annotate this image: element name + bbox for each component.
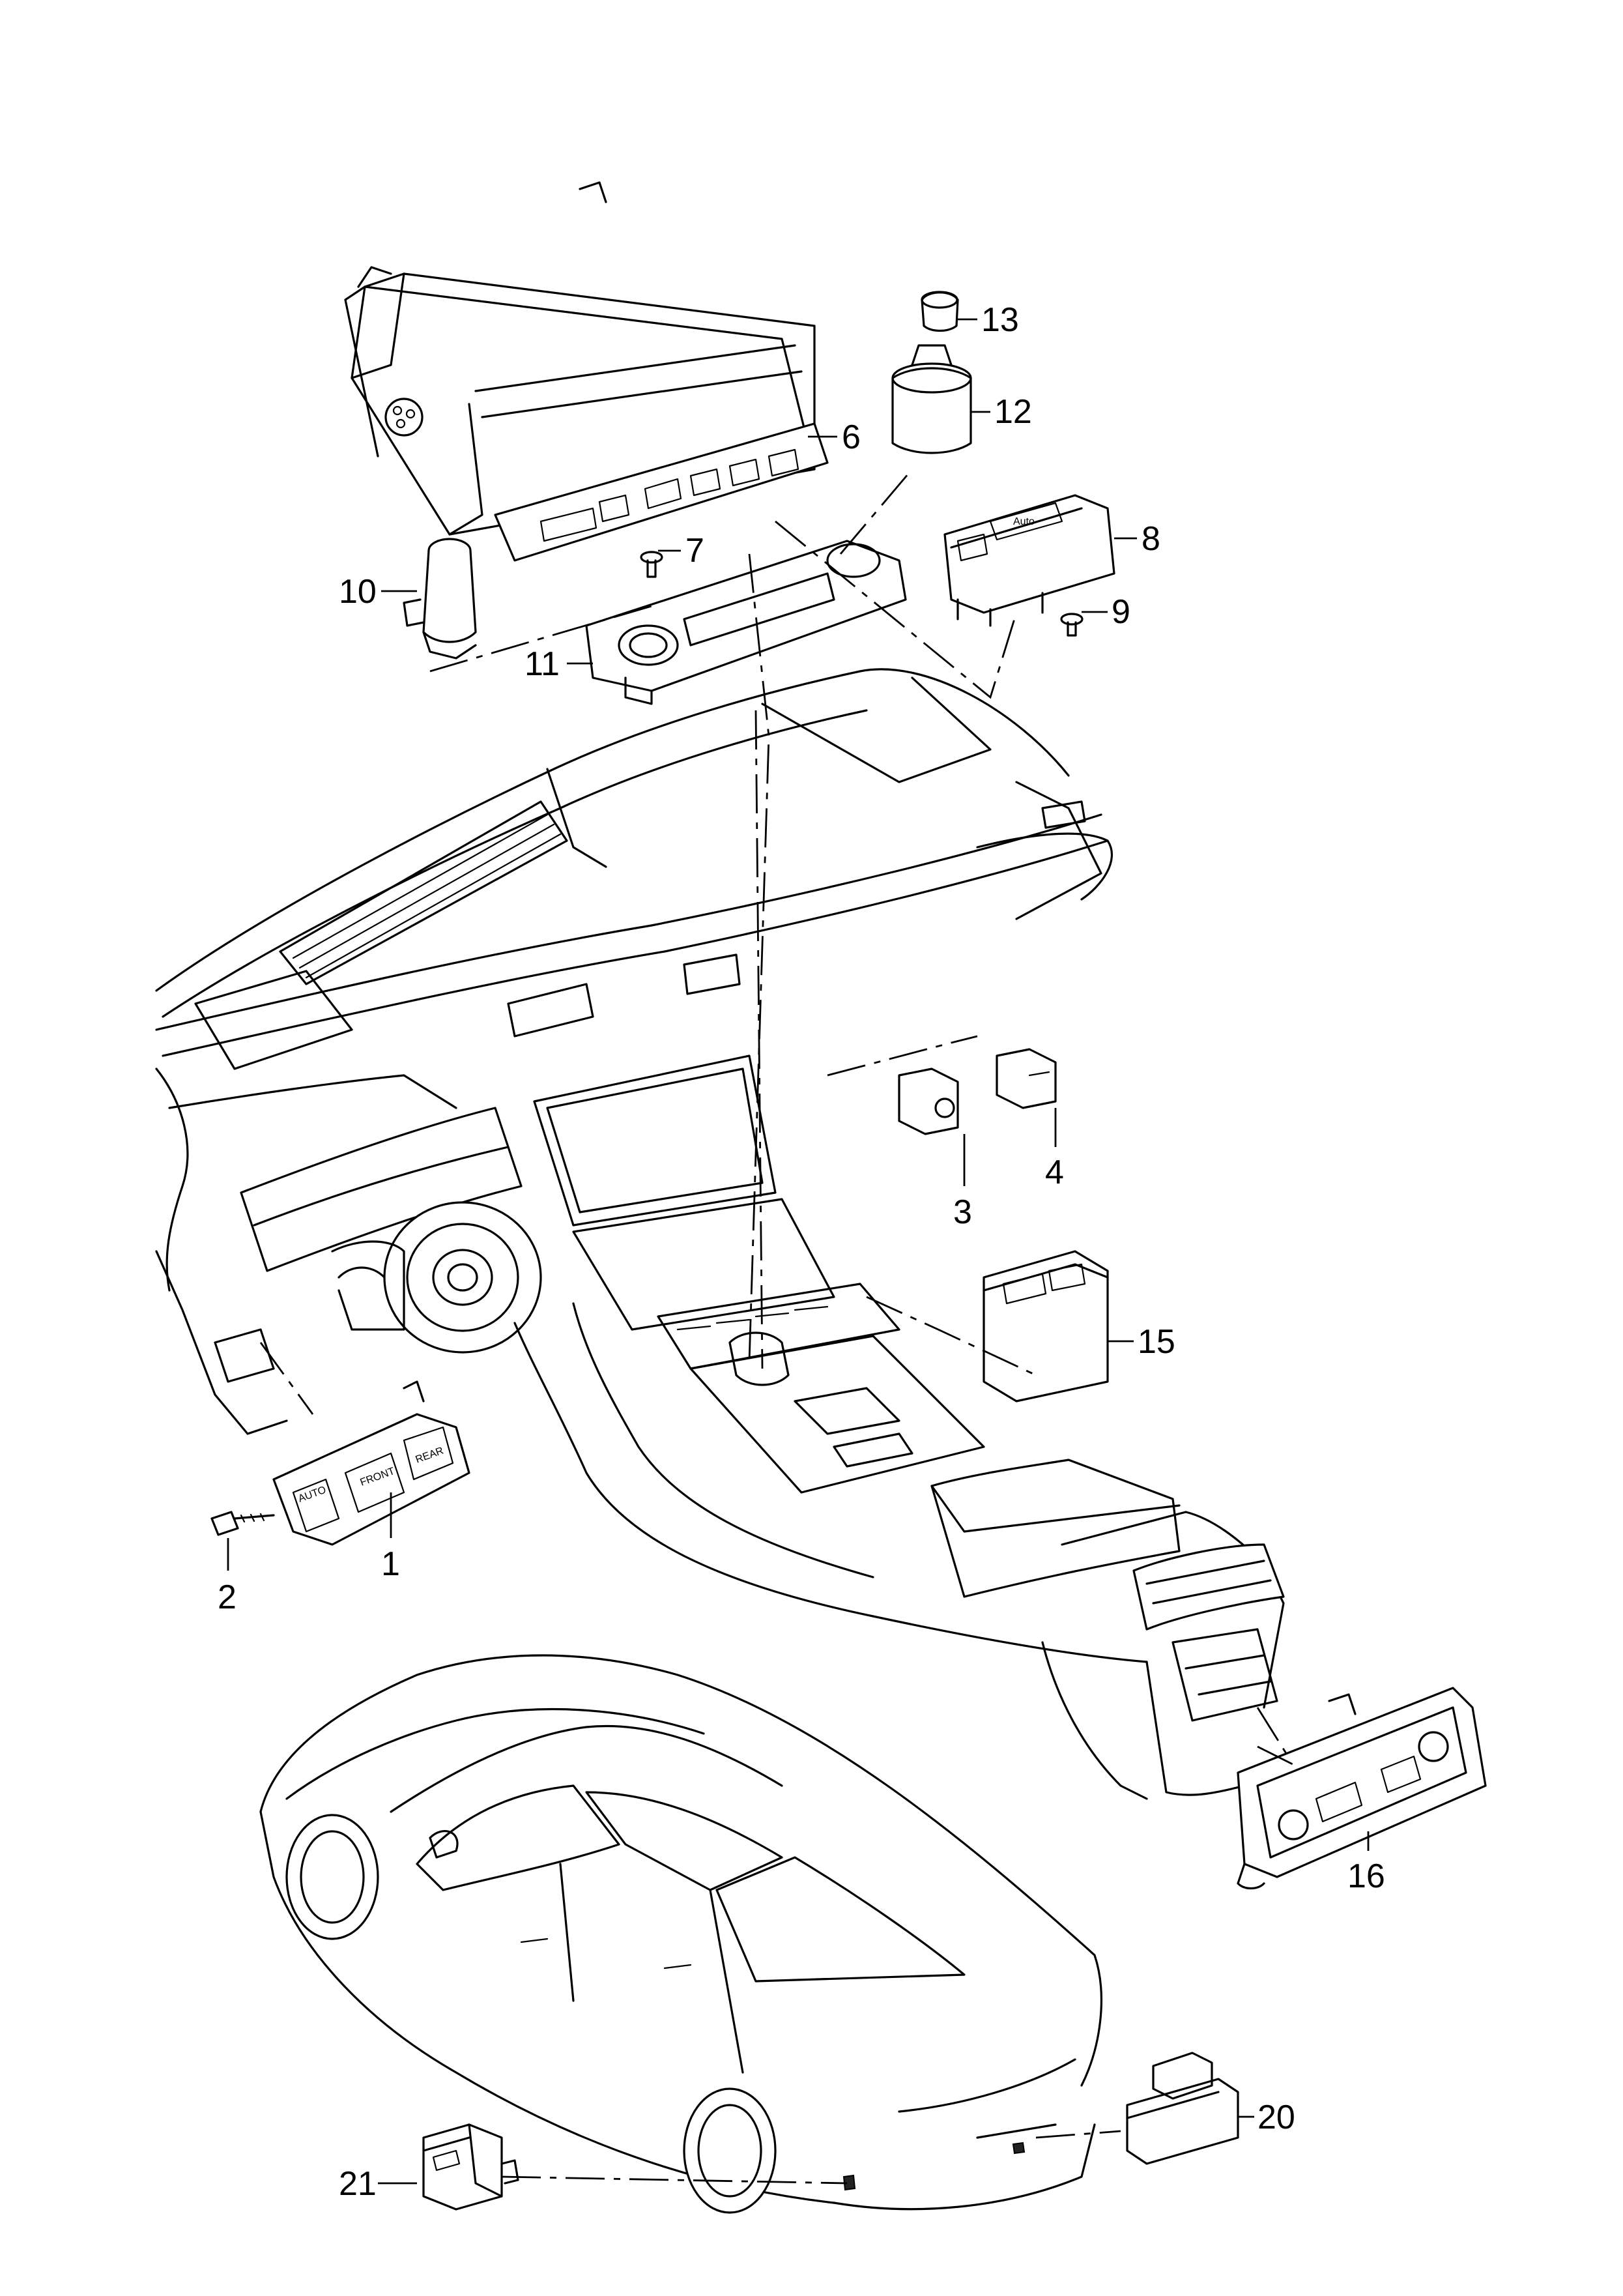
- callout-9: 9: [1112, 593, 1130, 631]
- callout-6: 6: [842, 418, 861, 456]
- part-4-switch: [996, 1048, 1057, 1109]
- callout-10: 10: [339, 573, 377, 611]
- callout-21: 21: [339, 2165, 377, 2203]
- callout-16: 16: [1347, 1857, 1385, 1895]
- part-8-switch-block: Auto: [943, 494, 1115, 627]
- callout-15: 15: [1138, 1323, 1175, 1361]
- part-1-light-switch: AUTO FRONT REAR: [272, 1380, 470, 1546]
- rear-vents: [1132, 1543, 1285, 1722]
- part-15-switch-block: [983, 1250, 1109, 1402]
- part-12-rotary-switch: [891, 344, 972, 454]
- callout-11: 11: [524, 645, 560, 683]
- callout-3: 3: [953, 1193, 972, 1231]
- callout-20: 20: [1257, 2099, 1295, 2136]
- callout-7: 7: [685, 532, 704, 570]
- part-21-switch: [422, 2123, 519, 2211]
- callout-12: 12: [994, 393, 1032, 431]
- part-9-screw: [1060, 613, 1084, 637]
- part-10-start-button: [403, 538, 477, 660]
- part-20-switch: [1126, 2052, 1239, 2165]
- callout-2: 2: [218, 1578, 237, 1616]
- part-16-rear-control: [1237, 1687, 1487, 1890]
- part-2-bolt: [210, 1511, 275, 1536]
- callout-4: 4: [1045, 1154, 1064, 1191]
- dashboard-interior: [155, 668, 1285, 1800]
- part-13-knob: [921, 291, 959, 332]
- callout-8: 8: [1142, 520, 1160, 558]
- dash-dot-lines: [259, 469, 1297, 2185]
- switch-auto-label: Auto: [1013, 516, 1035, 527]
- part-3-switch: [898, 1068, 959, 1135]
- part-11-console-panel: [585, 540, 907, 705]
- callout-1: 1: [381, 1545, 400, 1583]
- part-6-display-unit: [344, 181, 829, 562]
- leader-lines: [227, 318, 1370, 2185]
- callout-numbers: 1 2 3 4 6 7 8 9 10 11 12 13 15 16 20 21: [218, 301, 1385, 2203]
- part-7-screw: [640, 551, 663, 578]
- car-exterior: [259, 1654, 1102, 2214]
- callout-13: 13: [981, 301, 1019, 339]
- steering-wheel: [331, 1201, 542, 1354]
